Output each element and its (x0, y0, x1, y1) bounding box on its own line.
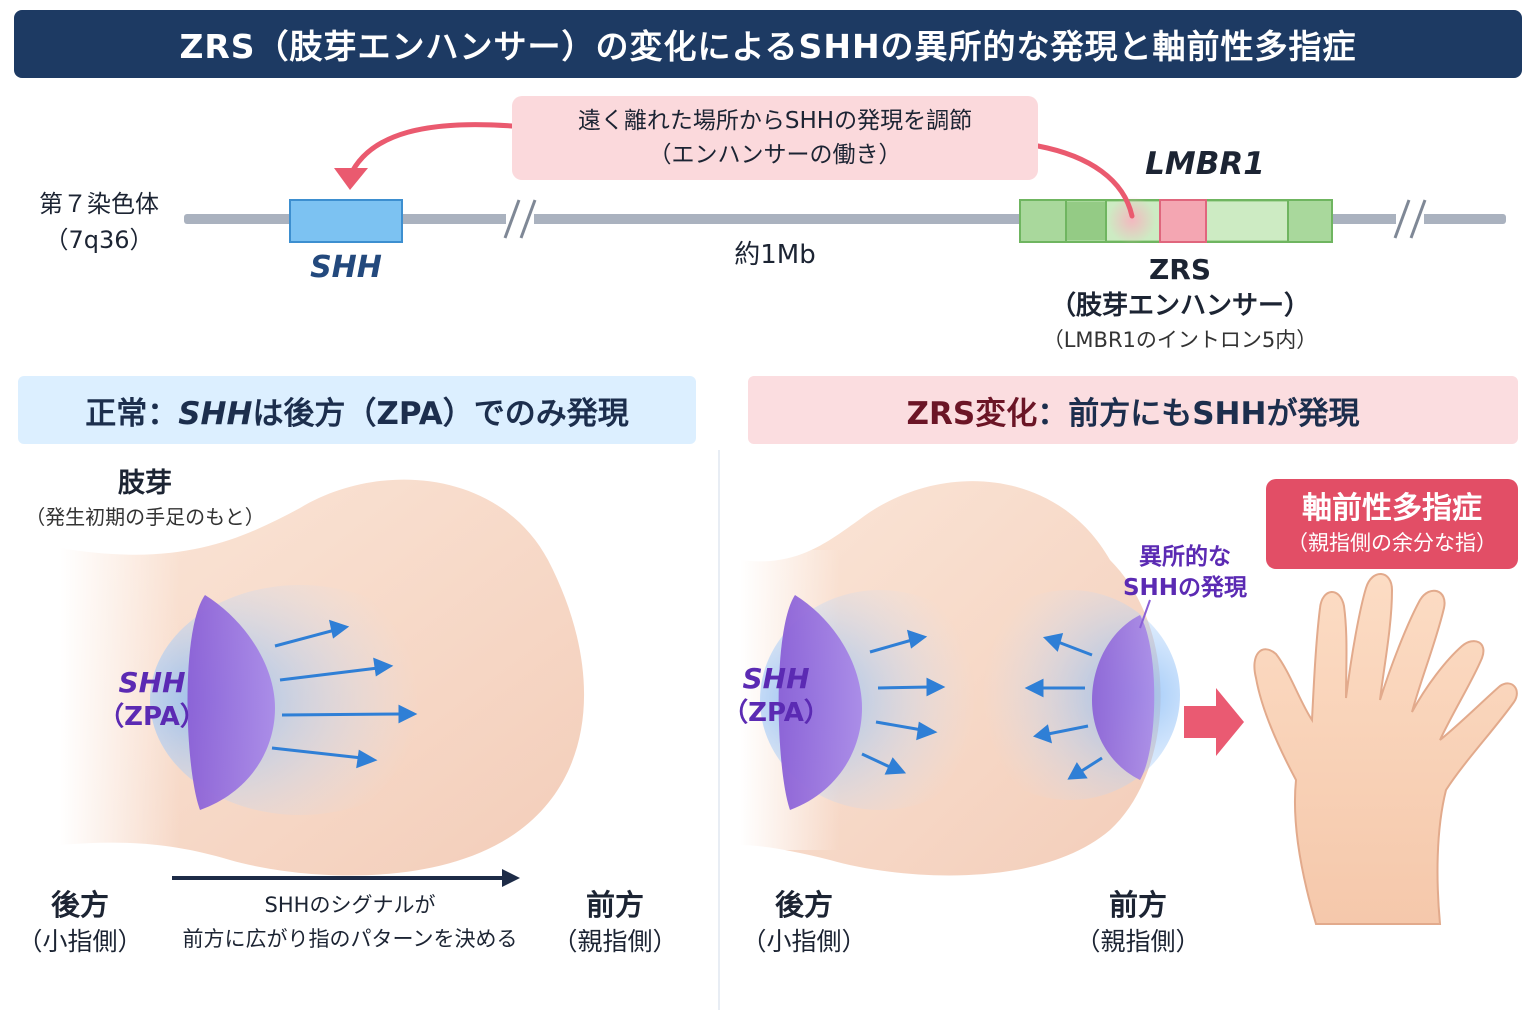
zrs-posterior-label: 後方 （小指側） (734, 886, 874, 960)
normal-anterior-label: 前方 （親指側） (545, 886, 685, 960)
zrs-panel-header: ZRS変化：前方にもSHHが発現 (748, 376, 1518, 444)
polydactyly-hand-icon (1253, 573, 1518, 925)
zrs-header-suffix: ：前方にもSHHが発現 (1037, 395, 1360, 432)
normal-panel-header: 正常：SHHは後方（ZPA）でのみ発現 (18, 376, 696, 444)
polydactyly-subtitle: （親指側の余分な指） (1287, 531, 1497, 555)
normal-zpa-text: （ZPA） (98, 702, 206, 732)
normal-zpa-label: SHH （ZPA） (92, 666, 212, 734)
zrs-zpa-label: SHH （ZPA） (716, 662, 836, 730)
shh-gene-label: SHH (310, 250, 382, 285)
normal-header-gene: SHH (178, 395, 253, 432)
zrs-anterior: 前方 (1108, 888, 1167, 922)
polydactyly-title: 軸前性多指症 (1302, 491, 1482, 526)
zrs-shh-label: SHH (742, 662, 810, 695)
signal-line1: SHHのシグナルが (264, 893, 436, 917)
regulation-arrow-left (347, 122, 515, 179)
zrs-name: ZRS (1148, 253, 1212, 286)
zrs-glow (1108, 196, 1156, 244)
normal-shh-label: SHH (118, 666, 186, 699)
distance-label: 約1Mb (734, 240, 816, 270)
chromosome-name: 第７染色体 (39, 190, 159, 218)
normal-anterior-sub: （親指側） (552, 927, 678, 956)
zrs-location: （LMBR1のイントロン5内） (1042, 328, 1318, 352)
normal-limb-bud (60, 479, 585, 876)
zrs-limb-bud (740, 481, 1180, 876)
signal-caption: SHHのシグナルが 前方に広がり指のパターンを決める (160, 888, 540, 956)
zrs-label: ZRS （肢芽エンハンサー） （LMBR1のイントロン5内） (990, 252, 1370, 356)
enhancer-callout: 遠く離れた場所からSHHの発現を調節 （エンハンサーの働き） (512, 96, 1038, 180)
signal-arrows-posterior (861, 629, 946, 775)
callout-line2: （エンハンサーの働き） (648, 142, 902, 168)
zrs-description: （肢芽エンハンサー） (1049, 291, 1310, 321)
regulation-arrowhead (334, 168, 368, 190)
normal-header-suffix: は後方（ZPA）でのみ発現 (252, 395, 629, 432)
panel-divider (718, 450, 720, 1010)
limb-bud-label: 肢芽 （発生初期の手足のもと） (20, 466, 270, 532)
normal-posterior-sub: （小指側） (17, 927, 143, 956)
limb-bud-subtitle: （発生初期の手足のもと） (25, 505, 265, 529)
regulation-arrow-right (1035, 143, 1135, 219)
normal-anterior: 前方 (585, 888, 644, 922)
chromosome-label: 第７染色体 （7q36） (24, 186, 174, 258)
zrs-zpa-text: （ZPA） (722, 698, 830, 728)
normal-header-prefix: 正常： (85, 395, 179, 432)
polydactyly-badge: 軸前性多指症 （親指側の余分な指） (1266, 479, 1518, 569)
limb-bud-title: 肢芽 (118, 468, 172, 499)
zrs-posterior: 後方 (774, 888, 833, 922)
zrs-posterior-sub: （小指側） (741, 927, 867, 956)
title-bar: ZRS（肢芽エンハンサー）の変化によるSHHの異所的な発現と軸前性多指症 (14, 10, 1522, 78)
zrs-anterior-label: 前方 （親指側） (1068, 886, 1208, 960)
signal-direction-arrow (172, 869, 520, 887)
lmbr1-gene-label: LMBR1 (1145, 146, 1265, 182)
signal-line2: 前方に広がり指のパターンを決める (182, 927, 518, 951)
break-mark-left (503, 199, 537, 239)
limb-illustrations (60, 479, 1518, 925)
ectopic-line2: SHHの発現 (1122, 575, 1248, 601)
zrs-box (1159, 199, 1207, 243)
zrs-anterior-sub: （親指側） (1075, 927, 1201, 956)
ectopic-line1: 異所的な (1139, 544, 1231, 570)
normal-posterior: 後方 (50, 888, 109, 922)
normal-posterior-label: 後方 （小指側） (10, 886, 150, 960)
signal-arrows-normal (271, 619, 418, 769)
result-arrow (1184, 688, 1244, 756)
callout-line1: 遠く離れた場所からSHHの発現を調節 (577, 108, 973, 134)
zrs-header-prefix: ZRS変化 (906, 395, 1038, 432)
chromosome-locus: （7q36） (44, 226, 154, 254)
shh-gene-box (289, 199, 403, 243)
signal-arrows-anterior (1024, 633, 1103, 780)
page-title: ZRS（肢芽エンハンサー）の変化によるSHHの異所的な発現と軸前性多指症 (179, 27, 1357, 66)
gene-map (184, 122, 1506, 244)
break-mark-right (1393, 199, 1427, 239)
ectopic-label: 異所的な SHHの発現 (1100, 542, 1270, 604)
